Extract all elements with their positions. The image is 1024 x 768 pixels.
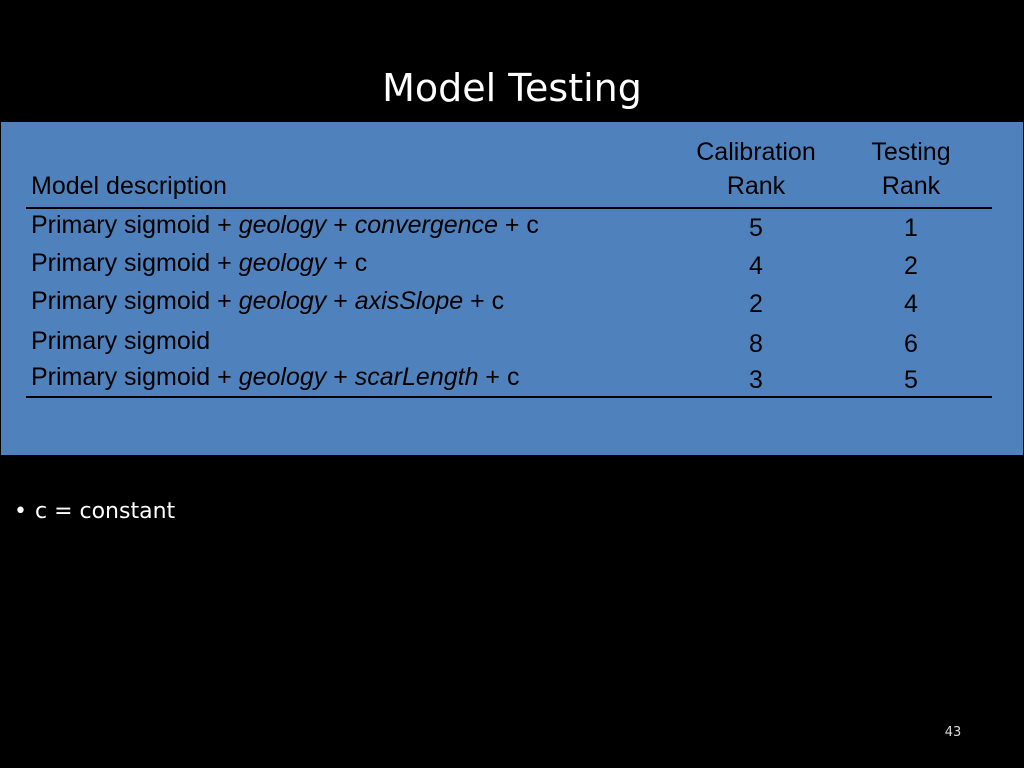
cell-calibration-rank: 2 bbox=[749, 290, 763, 318]
table-panel: Model description Calibration Rank Testi… bbox=[1, 122, 1023, 455]
description-part: + c bbox=[478, 363, 520, 391]
description-part: Primary sigmoid + bbox=[31, 287, 239, 315]
cell-testing-rank: 5 bbox=[904, 366, 918, 394]
description-part: scarLength bbox=[354, 363, 479, 391]
cell-testing-rank: 2 bbox=[904, 252, 918, 280]
cell-model-description: Primary sigmoid + geology + axisSlope + … bbox=[31, 285, 504, 317]
header-calibration-line2: Rank bbox=[726, 172, 786, 200]
cell-testing-rank: 4 bbox=[904, 290, 918, 318]
model-table: Model description Calibration Rank Testi… bbox=[26, 122, 992, 455]
description-part: + bbox=[326, 287, 355, 315]
header-calibration-rank: Calibration Rank bbox=[671, 135, 841, 203]
cell-model-description: Primary sigmoid + geology + scarLength +… bbox=[31, 361, 519, 393]
cell-model-description: Primary sigmoid + geology + convergence … bbox=[31, 209, 539, 241]
header-testing-line1: Testing bbox=[871, 138, 951, 166]
description-part: Primary sigmoid bbox=[31, 327, 211, 355]
table-row: Primary sigmoid + geology + axisSlope + … bbox=[26, 285, 992, 321]
description-part: axisSlope bbox=[354, 287, 464, 315]
description-part: Primary sigmoid + bbox=[31, 211, 239, 239]
cell-calibration-rank: 5 bbox=[749, 214, 763, 242]
cell-calibration-rank: 3 bbox=[749, 366, 763, 394]
description-part: Primary sigmoid + bbox=[31, 363, 239, 391]
description-part: + bbox=[326, 363, 355, 391]
bullet-dot: • bbox=[14, 499, 27, 524]
slide-title: Model Testing bbox=[382, 66, 642, 110]
description-part: geology bbox=[238, 363, 327, 391]
cell-testing-rank: 6 bbox=[904, 330, 918, 358]
description-part: + c bbox=[326, 249, 368, 277]
description-part: + c bbox=[463, 287, 505, 315]
table-row: Primary sigmoid + geology + convergence … bbox=[26, 209, 992, 245]
table-row: Primary sigmoid + geology + c 4 2 bbox=[26, 247, 992, 283]
description-part: geology bbox=[238, 287, 327, 315]
description-part: Primary sigmoid + bbox=[31, 249, 239, 277]
header-calibration-line1: Calibration bbox=[696, 138, 816, 166]
cell-calibration-rank: 8 bbox=[749, 330, 763, 358]
description-part: geology bbox=[238, 249, 327, 277]
header-testing-line2: Rank bbox=[881, 172, 941, 200]
cell-model-description: Primary sigmoid bbox=[31, 325, 210, 357]
description-part: convergence bbox=[354, 211, 498, 239]
description-part: + c bbox=[497, 211, 539, 239]
description-part: geology bbox=[238, 211, 327, 239]
table-row: Primary sigmoid 8 6 bbox=[26, 325, 992, 361]
table-top-rule bbox=[26, 207, 992, 209]
header-testing-rank: Testing Rank bbox=[846, 135, 976, 203]
cell-calibration-rank: 4 bbox=[749, 252, 763, 280]
header-model-description: Model description bbox=[31, 172, 227, 200]
page-number: 43 bbox=[944, 725, 962, 740]
bullet-note: • c = constant bbox=[14, 497, 175, 527]
description-part: + bbox=[326, 211, 355, 239]
table-bottom-rule bbox=[26, 396, 992, 398]
cell-testing-rank: 1 bbox=[904, 214, 918, 242]
cell-model-description: Primary sigmoid + geology + c bbox=[31, 247, 367, 279]
bullet-text: c = constant bbox=[34, 499, 176, 524]
table-row: Primary sigmoid + geology + scarLength +… bbox=[26, 361, 992, 397]
